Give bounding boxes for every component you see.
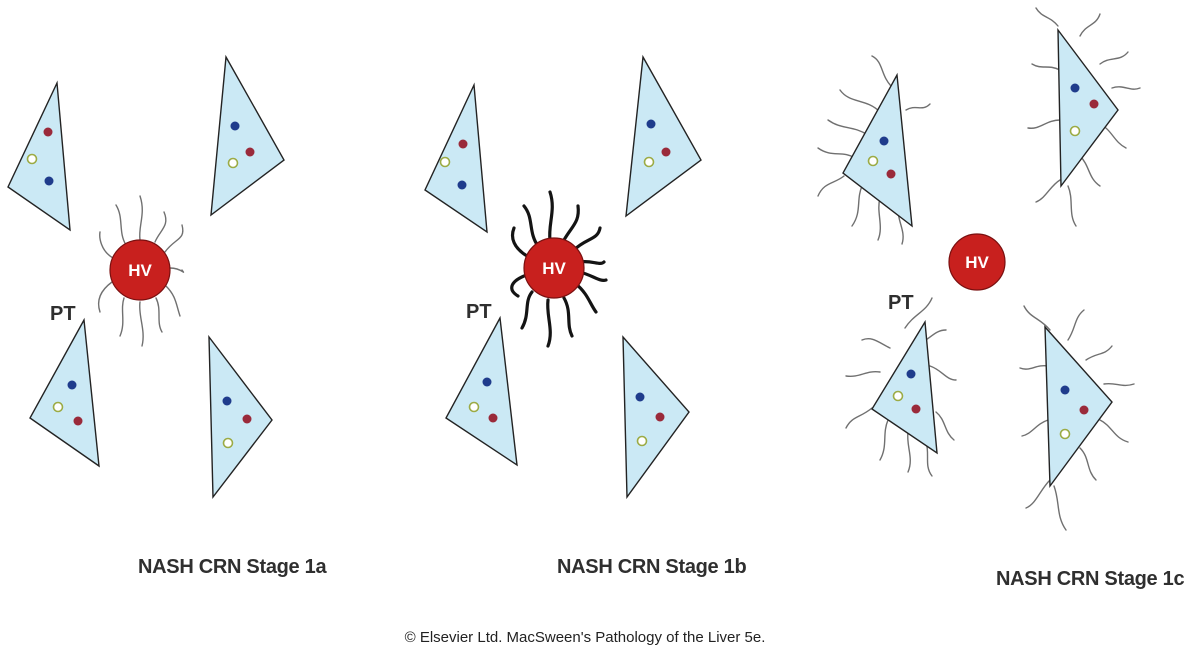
portal-tract-top-left bbox=[8, 83, 70, 230]
central-vein: HV bbox=[524, 238, 584, 298]
portal-tract-bottom-left bbox=[872, 322, 937, 453]
panel-stage-1c: HV PT NASH CRN Stage 1c bbox=[818, 8, 1184, 590]
portal-tract-top-right bbox=[626, 57, 701, 216]
portal-tract-bottom-left bbox=[30, 320, 99, 466]
portal-tract-bottom-right bbox=[623, 337, 689, 497]
portal-tract-bottom-left bbox=[446, 318, 517, 465]
portal-tract-top-right bbox=[1058, 30, 1118, 186]
central-vein-label: HV bbox=[542, 259, 566, 278]
central-vein-label: HV bbox=[128, 261, 152, 280]
portal-tract-label: PT bbox=[50, 303, 76, 325]
panel-stage-1b: HV PT NASH CRN Stage 1b bbox=[425, 57, 746, 578]
panel-caption: NASH CRN Stage 1a bbox=[138, 556, 327, 578]
portal-tract-top-right bbox=[211, 57, 284, 215]
portal-tract-label: PT bbox=[466, 301, 492, 323]
copyright-notice: © Elsevier Ltd. MacSween's Pathology of … bbox=[405, 629, 766, 646]
central-vein-label: HV bbox=[965, 253, 989, 272]
central-vein: HV bbox=[110, 240, 170, 300]
portal-tract-bottom-right bbox=[209, 337, 272, 497]
portal-tract-bottom-right bbox=[1045, 327, 1112, 486]
panel-caption: NASH CRN Stage 1c bbox=[996, 568, 1184, 590]
portal-tract-label: PT bbox=[888, 292, 914, 314]
panel-stage-1a: HV PT NASH CRN Stage 1a bbox=[8, 57, 327, 578]
portal-tract-top-left bbox=[425, 85, 487, 232]
portal-tract-top-left bbox=[843, 75, 912, 226]
panel-caption: NASH CRN Stage 1b bbox=[557, 556, 746, 578]
central-vein: HV bbox=[949, 234, 1005, 290]
